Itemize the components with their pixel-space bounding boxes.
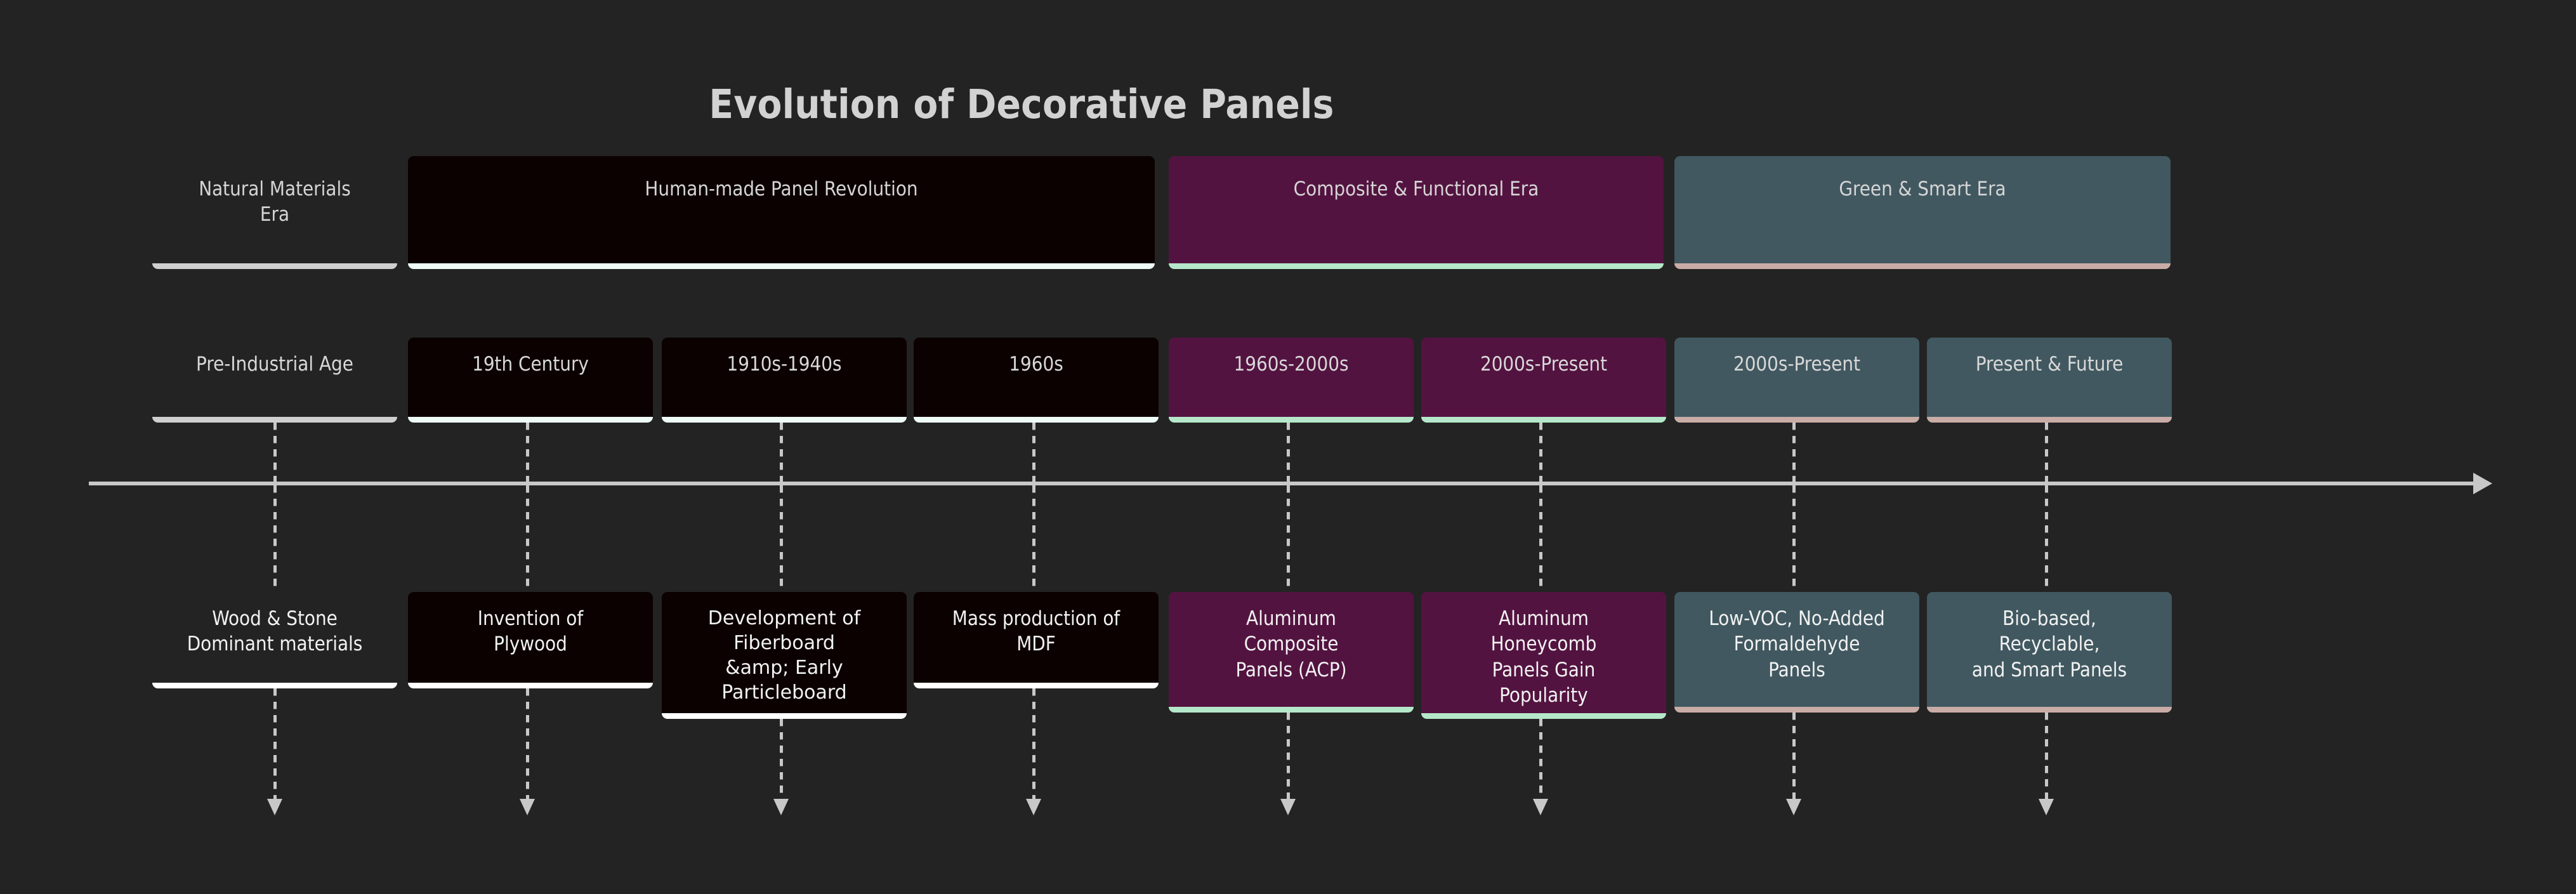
period-label: 2000s-Present [1733, 353, 1861, 376]
period-1960s-2000s[interactable]: 1960s-2000s [1169, 338, 1414, 423]
connector-dashed-line-lower [1287, 713, 1290, 799]
event-label: Aluminum Honeycomb Panels Gain Popularit… [1490, 607, 1597, 707]
era-label: Natural Materials Era [199, 178, 351, 227]
period-19th-century[interactable]: 19th Century [408, 338, 653, 423]
period-label: 2000s-Present [1480, 353, 1608, 376]
connector-dashed-line-middle [1287, 485, 1290, 592]
connector-dashed-line-lower [2045, 713, 2048, 799]
event-bio-based-recyclable-and-smart-panels[interactable]: Bio-based, Recyclable, and Smart Panels [1927, 592, 2172, 713]
period-2000s-present[interactable]: 2000s-Present [1421, 338, 1666, 423]
connector-dashed-line-lower [273, 688, 277, 799]
era-underline [152, 263, 397, 269]
event-aluminum-composite-panels-acp[interactable]: Aluminum Composite Panels (ACP) [1169, 592, 1414, 713]
connector-dashed-line-middle [2045, 485, 2048, 592]
connector-dashed-line-lower [1032, 688, 1035, 799]
era-underline [408, 263, 1155, 269]
connector-arrow-down-icon [520, 799, 535, 815]
era-label: Composite & Functional Era [1293, 178, 1539, 200]
timeline-axis-arrow-icon [2473, 473, 2492, 494]
event-invention-of-plywood[interactable]: Invention of Plywood [408, 592, 653, 688]
connector-arrow-down-icon [1280, 799, 1296, 815]
period-underline [1421, 417, 1666, 423]
connector-dashed-line-lower [780, 719, 783, 799]
connector-arrow-down-icon [2039, 799, 2054, 815]
event-label: Development of Fiberboard &amp; Early Pa… [707, 607, 861, 704]
connector-dashed-line-upper [2045, 423, 2048, 482]
event-underline [408, 683, 653, 688]
event-label: Mass production of MDF [952, 607, 1120, 656]
connector-dashed-line-upper [273, 423, 277, 482]
era-green-smart-era[interactable]: Green & Smart Era [1674, 156, 2171, 269]
connector-dashed-line-upper [1287, 423, 1290, 482]
era-composite-functional-era[interactable]: Composite & Functional Era [1169, 156, 1664, 269]
event-underline [152, 683, 397, 688]
period-label: Present & Future [1975, 353, 2124, 376]
event-aluminum-honeycomb-panels-gain-popularity[interactable]: Aluminum Honeycomb Panels Gain Popularit… [1421, 592, 1666, 719]
event-underline [914, 683, 1159, 688]
connector-dashed-line-upper [526, 423, 529, 482]
timeline-axis-line [89, 482, 2473, 485]
connector-dashed-line-upper [1032, 423, 1035, 482]
event-underline [1674, 707, 1919, 713]
connector-dashed-line-middle [1539, 485, 1542, 592]
period-underline [1169, 417, 1414, 423]
event-mass-production-of-mdf[interactable]: Mass production of MDF [914, 592, 1159, 688]
connector-dashed-line-lower [1792, 713, 1796, 799]
period-underline [152, 417, 397, 423]
period-underline [914, 417, 1159, 423]
period-underline [408, 417, 653, 423]
period-label: Pre-Industrial Age [196, 353, 353, 376]
page-title: Evolution of Decorative Panels [709, 81, 1334, 128]
period-underline [1674, 417, 1919, 423]
connector-dashed-line-middle [1032, 485, 1035, 592]
era-human-made-panel-revolution[interactable]: Human-made Panel Revolution [408, 156, 1155, 269]
connector-dashed-line-middle [526, 485, 529, 592]
event-development-of-fiberboard-and-early-particle[interactable]: Development of Fiberboard &amp; Early Pa… [662, 592, 907, 719]
period-underline [1927, 417, 2172, 423]
period-2000s-present[interactable]: 2000s-Present [1674, 338, 1919, 423]
era-natural-materials-era[interactable]: Natural Materials Era [152, 156, 397, 269]
connector-dashed-line-lower [1539, 719, 1542, 799]
connector-dashed-line-middle [1792, 485, 1796, 592]
connector-arrow-down-icon [267, 799, 282, 815]
event-label: Low-VOC, No-Added Formaldehyde Panels [1709, 607, 1885, 681]
event-underline [662, 713, 907, 719]
connector-dashed-line-upper [1539, 423, 1542, 482]
connector-dashed-line-middle [780, 485, 783, 592]
era-underline [1674, 263, 2171, 269]
period-present-future[interactable]: Present & Future [1927, 338, 2172, 423]
connector-arrow-down-icon [773, 799, 789, 815]
era-label: Green & Smart Era [1839, 178, 2006, 200]
period-underline [662, 417, 907, 423]
connector-arrow-down-icon [1026, 799, 1041, 815]
event-label: Invention of Plywood [477, 607, 584, 656]
event-label: Wood & Stone Dominant materials [187, 607, 363, 656]
connector-dashed-line-upper [780, 423, 783, 482]
event-underline [1169, 707, 1414, 713]
period-label: 1910s-1940s [726, 353, 842, 376]
period-label: 1960s-2000s [1233, 353, 1349, 376]
connector-dashed-line-lower [526, 688, 529, 799]
connector-dashed-line-middle [273, 485, 277, 592]
era-underline [1169, 263, 1664, 269]
period-label: 1960s [1009, 353, 1063, 376]
connector-arrow-down-icon [1533, 799, 1548, 815]
period-pre-industrial-age[interactable]: Pre-Industrial Age [152, 338, 397, 423]
connector-dashed-line-upper [1792, 423, 1796, 482]
period-label: 19th Century [472, 353, 589, 376]
event-label: Aluminum Composite Panels (ACP) [1235, 607, 1347, 681]
event-low-voc-no-added-formaldehyde-panels[interactable]: Low-VOC, No-Added Formaldehyde Panels [1674, 592, 1919, 713]
period-1960s[interactable]: 1960s [914, 338, 1159, 423]
event-underline [1927, 707, 2172, 713]
era-label: Human-made Panel Revolution [645, 178, 918, 200]
event-label: Bio-based, Recyclable, and Smart Panels [1971, 607, 2127, 681]
event-wood-stone-dominant-materials[interactable]: Wood & Stone Dominant materials [152, 592, 397, 688]
event-underline [1421, 713, 1666, 719]
connector-arrow-down-icon [1786, 799, 1801, 815]
period-1910s-1940s[interactable]: 1910s-1940s [662, 338, 907, 423]
